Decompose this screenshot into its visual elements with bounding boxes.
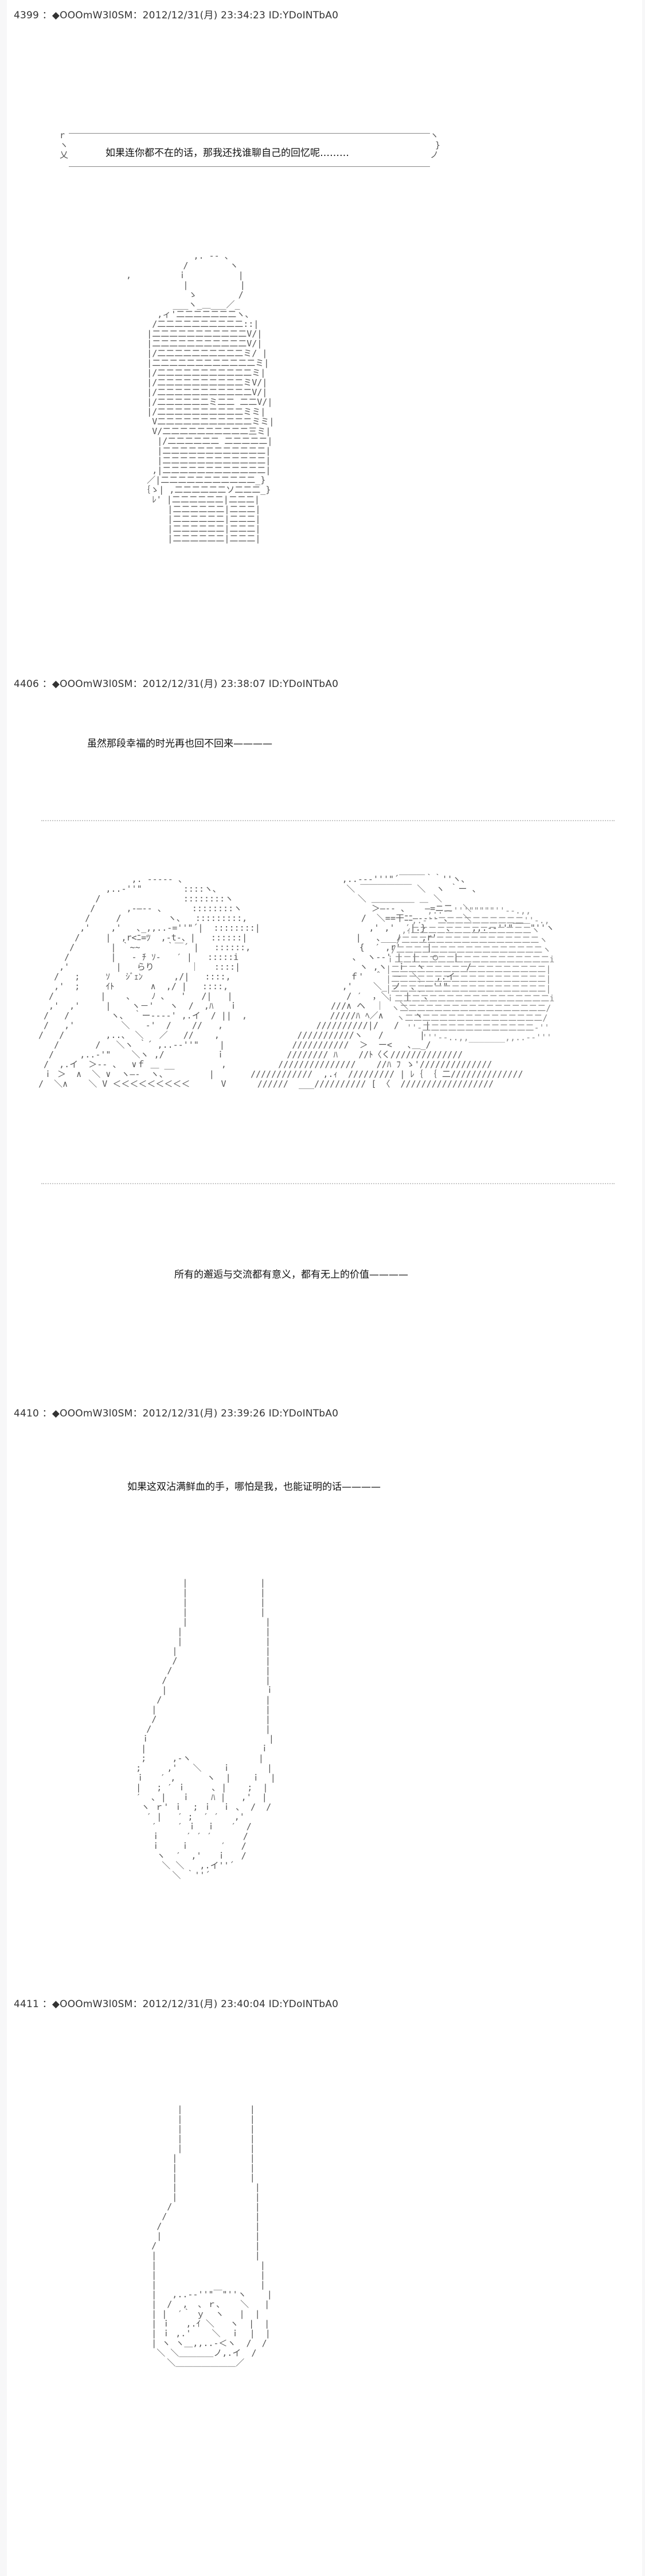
standing-figure-art: ,. -‐ 、 / ヽ , ｉ | | | ゝ / ___ヽ_＿___／_ ,ィ… — [126, 251, 275, 544]
speech-bubble-text: 如果连你都不在的话，那我还找谁聊自己的回忆呢……… — [105, 147, 349, 159]
post-header-4411: 4411 ：◆OOOmW3l0SM：2012/12/31(月) 23:40:04… — [14, 1999, 339, 2010]
speech-bubble-left-edge: r ヽ 乂 — [60, 130, 69, 160]
narration-line: 如果这双沾满鲜血的手，哪怕是我，也能证明的话———— — [127, 1481, 381, 1493]
two-girls-art: ,. -‐‐-- 、 ,..-‐‐'''"´￣￣￣｀｀''ヽ、 ,..-''" … — [38, 874, 554, 1089]
clenched-fist-art: | | | | | | | | | | | | | | | — [151, 2104, 272, 2368]
narration-line: 虽然那段幸福的时光再也回不回来———— — [87, 738, 272, 750]
panel-border-top — [41, 820, 615, 821]
girl-fan-art: ,..-‐'''"""""''‐-.,, ,.-''二二二二二二二二二二''-.… — [386, 905, 555, 1043]
speech-bubble-top — [69, 133, 430, 134]
panel-border-bottom — [41, 1183, 615, 1184]
open-hand-art: | | | | | | | | | | | | | — [136, 1578, 276, 1880]
narration-line: 所有的邂逅与交流都有意义，都有无上的价值———— — [174, 1269, 408, 1281]
speech-bubble-right-edge: ヽ } ノ — [430, 130, 441, 160]
thread-page: 4399 ：◆OOOmW3l0SM：2012/12/31(月) 23:34:23… — [7, 0, 642, 2576]
speech-bubble-bottom — [69, 166, 430, 167]
post-header-4399: 4399 ：◆OOOmW3l0SM：2012/12/31(月) 23:34:23… — [14, 10, 339, 21]
post-header-4410: 4410 ：◆OOOmW3l0SM：2012/12/31(月) 23:39:26… — [14, 1408, 339, 1419]
post-header-4406: 4406 ：◆OOOmW3l0SM：2012/12/31(月) 23:38:07… — [14, 678, 339, 690]
